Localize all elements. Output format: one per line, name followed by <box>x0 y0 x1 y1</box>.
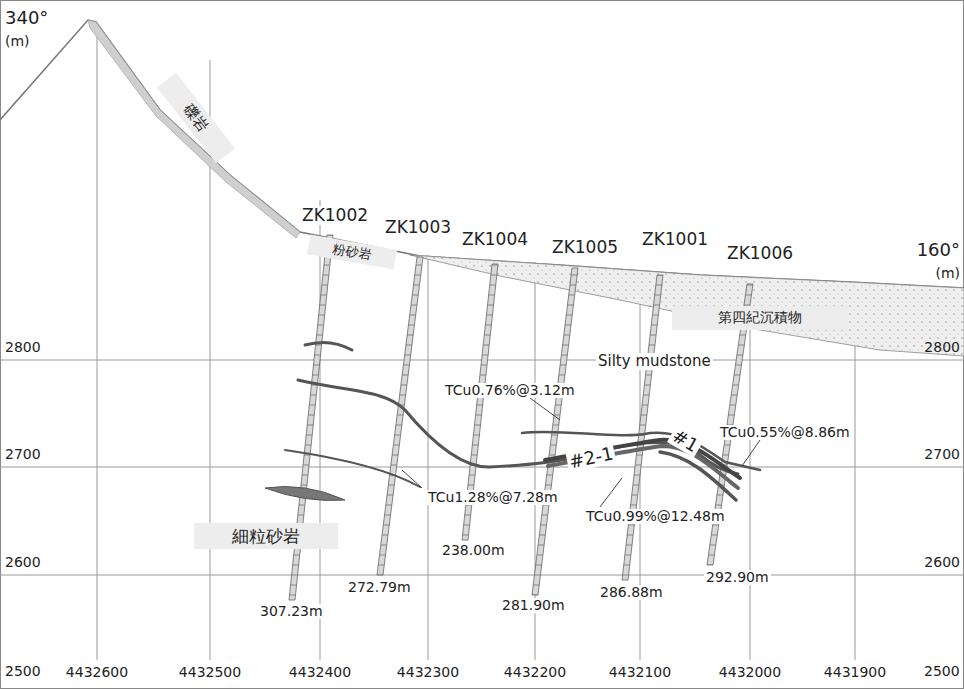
section-label: 2600 <box>924 555 960 570</box>
easting-label: 4432600 <box>66 665 128 680</box>
section-label: #2-1 <box>565 443 617 472</box>
section-label: 281.90m <box>500 598 567 613</box>
section-label: ZK1005 <box>550 238 620 257</box>
easting-label: 4431900 <box>824 665 886 680</box>
section-label: ZK1003 <box>383 218 453 237</box>
section-label: 292.90m <box>704 570 771 585</box>
rock-name: 礫岩 <box>180 101 211 135</box>
section-label: (m) <box>5 34 30 49</box>
section-label: ZK1001 <box>640 230 710 249</box>
section-label: 2700 <box>924 447 960 462</box>
section-label: (m) <box>935 266 960 281</box>
rock-name: 第四紀沉積物 <box>718 310 802 325</box>
section-label: 2800 <box>924 340 960 355</box>
easting-label: 4432400 <box>289 665 351 680</box>
section-label: 2500 <box>5 664 41 679</box>
section-label: TCu1.28%@7.28m <box>426 490 560 505</box>
section-label: 2500 <box>924 664 960 679</box>
easting-label: 4432300 <box>397 665 459 680</box>
section-label: 340° <box>5 8 48 28</box>
section-label: ZK1002 <box>300 206 370 225</box>
rock-label-box: 細粒砂岩 <box>194 523 338 549</box>
section-label: ZK1006 <box>725 244 795 263</box>
rock-label-box: 第四紀沉積物 <box>672 306 848 330</box>
section-label: 238.00m <box>440 543 507 558</box>
section-label: TCu0.76%@3.12m <box>443 383 577 398</box>
easting-label: 4432500 <box>179 665 241 680</box>
section-label: 286.88m <box>598 585 665 600</box>
section-label: Silty mudstone <box>596 353 713 370</box>
easting-label: 4432200 <box>504 665 566 680</box>
section-label: 2800 <box>5 340 41 355</box>
section-label: 272.79m <box>346 580 413 595</box>
section-label: 2600 <box>5 555 41 570</box>
section-label: 160° <box>917 240 960 260</box>
easting-label: 4432100 <box>609 665 671 680</box>
section-label: 2700 <box>5 447 41 462</box>
rock-name: 粉砂岩 <box>332 242 373 263</box>
section-label: 307.23m <box>258 604 325 619</box>
section-label: ZK1004 <box>460 230 530 249</box>
section-label: TCu0.55%@8.86m <box>718 425 852 440</box>
easting-label: 4432000 <box>719 665 781 680</box>
section-label: TCu0.99%@12.48m <box>584 509 727 524</box>
rock-name: 細粒砂岩 <box>232 527 300 546</box>
